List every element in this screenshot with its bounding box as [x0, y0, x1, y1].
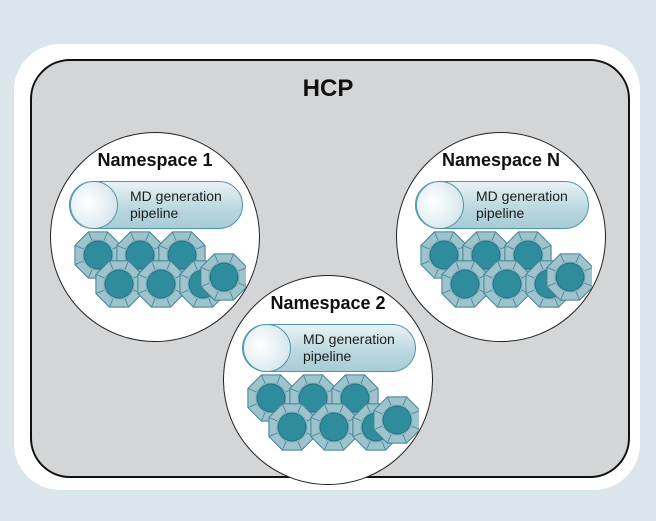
octagon-cell-icon — [441, 260, 489, 308]
namespace-2: Namespace 2 MD generation pipeline — [223, 275, 433, 485]
namespace-2-cell-cluster — [239, 372, 419, 464]
namespace-1-pipeline: MD generation pipeline — [69, 181, 243, 229]
pipeline-label-line1: MD generation — [303, 331, 395, 347]
pipeline-label: MD generation pipeline — [303, 331, 395, 365]
pipeline-label-line2: pipeline — [130, 205, 179, 221]
namespace-1: Namespace 1 MD generation pipeline — [50, 132, 260, 342]
pipeline-label: MD generation pipeline — [130, 188, 222, 222]
pipeline-label-line1: MD generation — [130, 188, 222, 204]
namespace-2-title: Namespace 2 — [270, 293, 386, 313]
pipeline-label-line2: pipeline — [303, 348, 352, 364]
pipeline-label: MD generation pipeline — [476, 188, 568, 222]
hcp-title: HCP — [302, 75, 354, 102]
namespace-1-title: Namespace 1 — [97, 150, 213, 170]
cell-cluster-graphic — [74, 231, 246, 308]
pipeline-label-line2: pipeline — [476, 205, 525, 221]
octagon-cell-icon — [137, 260, 185, 308]
octagon-cell-icon — [268, 403, 316, 451]
namespace-n-pipeline: MD generation pipeline — [415, 181, 589, 229]
namespace-n: Namespace N MD generation pipeline — [396, 132, 606, 342]
octagon-cell-icon — [546, 253, 592, 301]
namespace-n-title: Namespace N — [441, 150, 561, 170]
octagon-cell-icon — [373, 396, 419, 444]
octagon-cell-icon — [310, 403, 358, 451]
namespace-n-cell-cluster — [412, 229, 592, 321]
pipeline-cap-icon — [416, 182, 464, 228]
cell-cluster-graphic — [247, 374, 419, 451]
namespace-1-cell-cluster — [66, 229, 246, 321]
pipeline-cap-icon — [243, 325, 291, 371]
octagon-cell-icon — [200, 253, 246, 301]
pipeline-cap-icon — [70, 182, 118, 228]
octagon-cell-icon — [95, 260, 143, 308]
namespace-2-pipeline: MD generation pipeline — [242, 324, 416, 372]
octagon-cell-icon — [483, 260, 531, 308]
pipeline-label-line1: MD generation — [476, 188, 568, 204]
cell-cluster-graphic — [420, 231, 592, 308]
